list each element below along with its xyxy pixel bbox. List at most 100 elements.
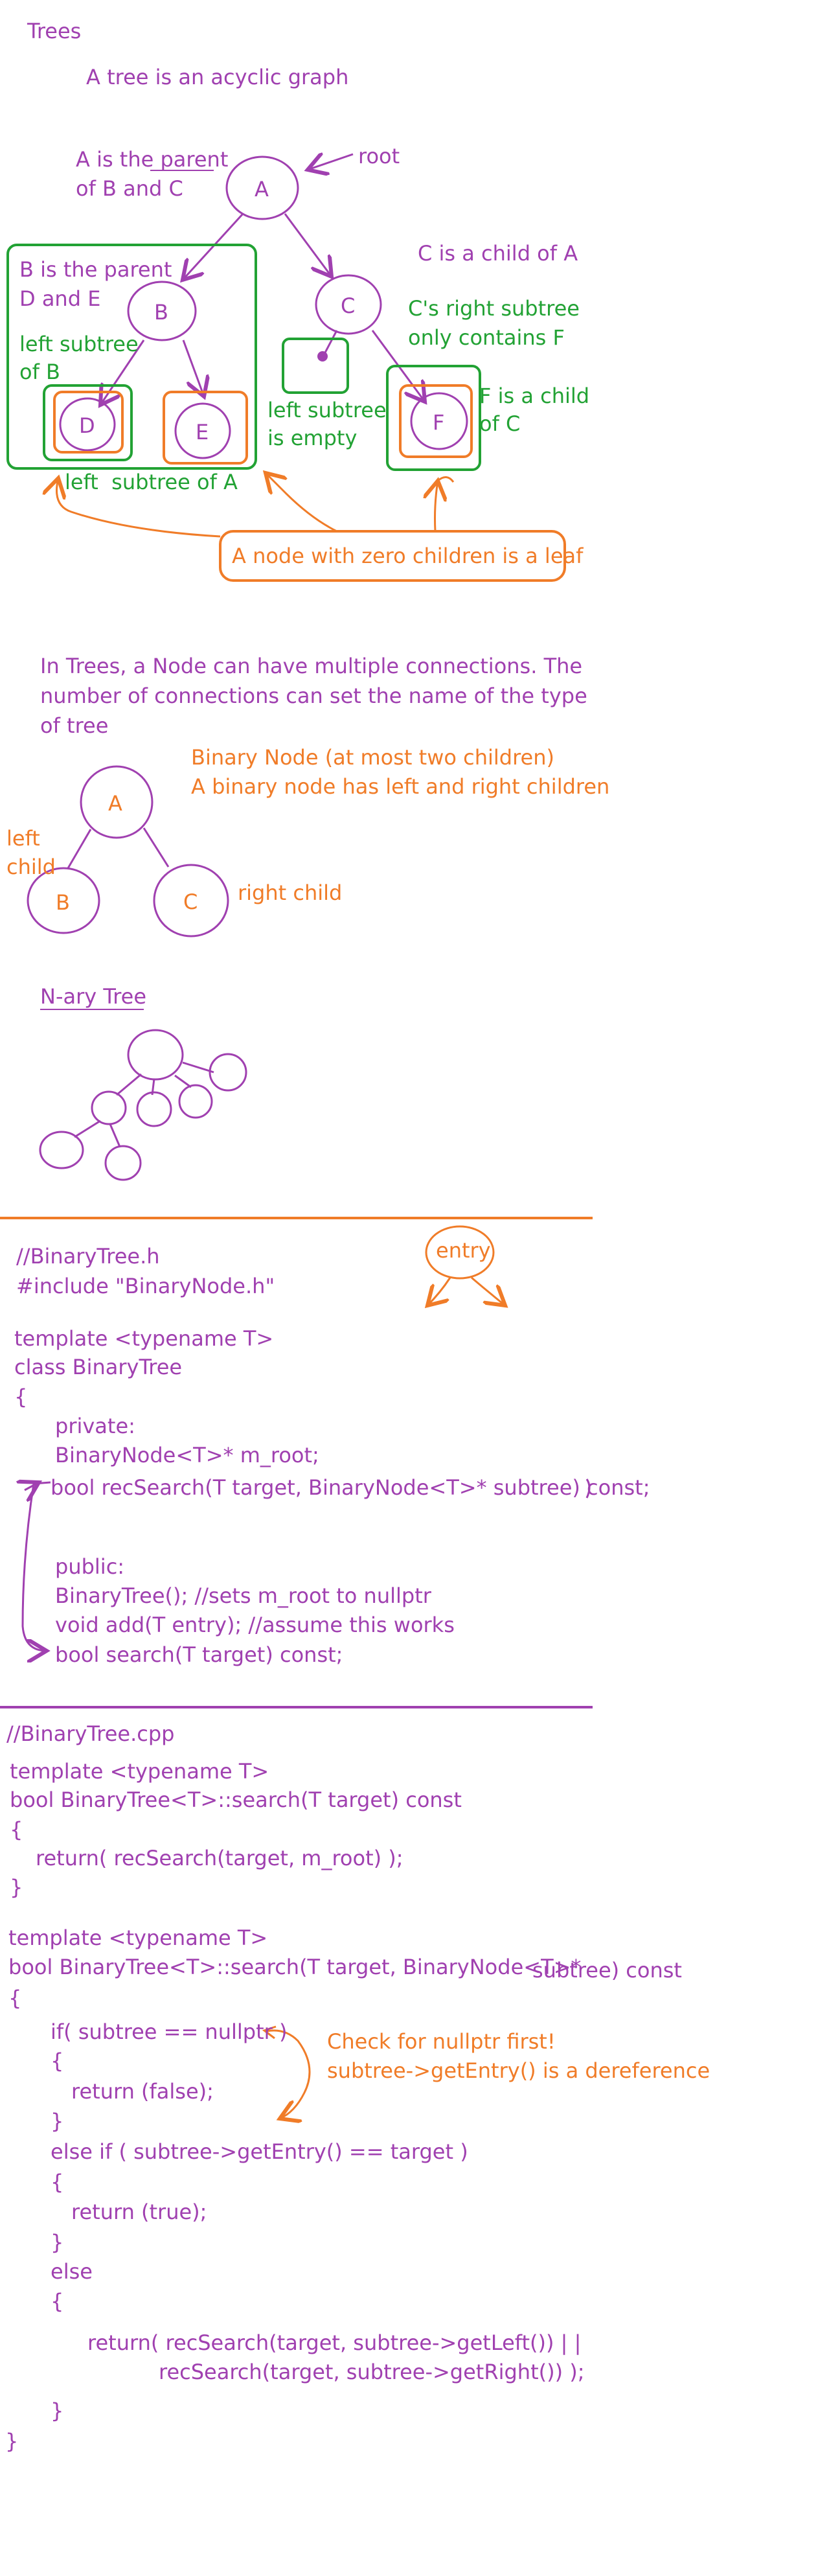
binary-node-a-circle (80, 765, 153, 839)
code-cpp-line: return (true); (71, 2200, 207, 2224)
code-h-line: void add(T entry); //assume this works (55, 1613, 455, 1637)
bracket-arrow-top (25, 1482, 39, 1490)
annotation-f-child-line2: of C (479, 411, 521, 436)
root-arrow (308, 154, 354, 170)
code-cpp-line: if( subtree == nullptr ) (51, 2019, 288, 2044)
edge-c-empty (323, 330, 338, 356)
nary-tree-drawing (39, 1029, 247, 1181)
edge-binary-a-c (142, 827, 170, 868)
code-cpp-line: recSearch(target, subtree->getRight()) )… (159, 2360, 585, 2384)
edge-a-c (284, 213, 332, 277)
annotation-parent-line2: of B and C (76, 176, 183, 201)
leaf-arrow-to-f (435, 481, 438, 532)
annotation-left-subtree-empty-line1: left subtree (267, 398, 387, 422)
node-f-circle (410, 392, 468, 450)
code-h-line: //BinaryTree.h (16, 1244, 160, 1269)
binary-node-line1: Binary Node (at most two children) (191, 745, 554, 770)
node-e-circle (174, 402, 231, 459)
code-cpp-line: //BinaryTree.cpp (6, 1721, 175, 1746)
left-subtree-b-box (43, 384, 133, 461)
nullptr-note-line1: Check for nullptr first! (327, 2029, 556, 2054)
annotation-left-subtree-empty-line2: is empty (267, 426, 358, 450)
code-cpp-line: { (10, 1817, 23, 1842)
binary-node-a-label: A (108, 791, 122, 816)
empty-subtree-box (282, 338, 349, 394)
node-b-label: B (154, 300, 168, 325)
annotation-b-parent-line2: D and E (19, 286, 101, 311)
nullptr-note-line2: subtree->getEntry() is a dereference (327, 2058, 710, 2083)
edge-a-b (183, 213, 244, 280)
code-cpp-line: template <typename T> (10, 1759, 269, 1784)
edge-binary-a-b (67, 829, 92, 869)
code-h-line: BinaryNode<T>* m_root; (55, 1443, 319, 1467)
code-cpp-line: subtree) const (532, 1958, 682, 1983)
nullptr-note-arrow (266, 2029, 311, 2119)
nullptr-note-arrowhead-top (262, 2025, 277, 2040)
annotation-left-subtree-b-line1: left subtree (19, 332, 139, 356)
code-cpp-line: bool BinaryTree<T>::search(T target, Bin… (8, 1955, 582, 1979)
entry-arrow-left (427, 1277, 451, 1305)
annotation-c-right-subtree-line1: C's right subtree (408, 296, 580, 321)
node-a-circle (225, 155, 299, 220)
node-e-label: E (196, 420, 209, 444)
code-cpp-line: return( recSearch(target, subtree->getLe… (87, 2330, 582, 2355)
annotation-child-of-a: C is a child of A (418, 241, 578, 266)
code-cpp-line: } (10, 1875, 23, 1900)
node-c-label: C (341, 293, 356, 318)
entry-circle (425, 1225, 495, 1280)
leaf-arrow-to-d (57, 478, 221, 538)
code-cpp-line: return (false); (71, 2079, 214, 2104)
node-d-label: D (79, 413, 95, 438)
code-h-line: bool search(T target) const; (55, 1642, 343, 1667)
left-child-line2: child (6, 855, 56, 879)
leaf-callout-box (219, 530, 566, 582)
entry-arrow-right (471, 1276, 505, 1305)
code-h-line: BinaryTree(); //sets m_root to nullptr (55, 1583, 431, 1608)
leaf-e-box (163, 391, 248, 465)
page-title: Trees (27, 19, 82, 43)
right-child-label: right child (238, 880, 343, 905)
annotation-f-child-line1: F is a child (479, 384, 590, 408)
intro-line2: number of connections can set the name o… (40, 684, 587, 708)
edge-b-e (182, 339, 204, 397)
code-cpp-line: { (8, 1986, 22, 2010)
code-cpp-line: { (51, 2289, 64, 2314)
node-d-circle (59, 397, 116, 452)
node-b-circle (127, 281, 197, 341)
code-cpp-line: template <typename T> (8, 1926, 268, 1950)
page-subtitle: A tree is an acyclic graph (86, 65, 349, 89)
annotation-parent-line1: A is the parent (76, 147, 229, 172)
binary-node-c-label: C (183, 890, 198, 914)
code-h-line: #include "BinaryNode.h" (16, 1274, 275, 1298)
code-cpp-line: else if ( subtree->getEntry() == target … (51, 2139, 468, 2164)
annotation-left-subtree-a: left subtree of A (65, 470, 238, 494)
code-cpp-line: else (51, 2259, 93, 2284)
code-h-line: { (14, 1385, 28, 1409)
annotation-c-right-subtree-line2: only contains F (408, 325, 565, 350)
intro-line1: In Trees, a Node can have multiple conne… (40, 654, 583, 678)
leaf-callout-text: A node with zero children is a leaf (232, 544, 584, 568)
node-a-label: A (255, 177, 269, 201)
code-h-line: template <typename T> (14, 1326, 274, 1351)
entry-label: entry (436, 1238, 491, 1263)
code-h-line: bool recSearch(T target, BinaryNode<T>* … (51, 1475, 650, 1500)
code-h-line: private: (55, 1414, 135, 1438)
code-h-line: public: (55, 1554, 125, 1579)
binary-node-c-circle (153, 864, 229, 937)
bracket-arrow (21, 1481, 51, 1651)
left-child-line1: left (6, 826, 40, 851)
code-cpp-line: } (51, 2398, 64, 2423)
code-cpp-line: } (51, 2230, 64, 2255)
edge-b-d (100, 339, 145, 405)
binary-node-b-circle (27, 867, 100, 934)
code-cpp-line: return( recSearch(target, m_root) ); (36, 1846, 403, 1870)
intro-line3: of tree (40, 713, 109, 738)
binary-node-line2: A binary node has left and right childre… (191, 774, 610, 799)
leaf-arrow-f-hook (437, 476, 455, 483)
leaf-d-box (53, 391, 124, 454)
code-cpp-line: { (51, 2049, 64, 2073)
node-c-circle (315, 274, 382, 335)
code-cpp-line: { (51, 2170, 64, 2194)
annotation-b-parent-line1: B is the parent (19, 257, 172, 282)
